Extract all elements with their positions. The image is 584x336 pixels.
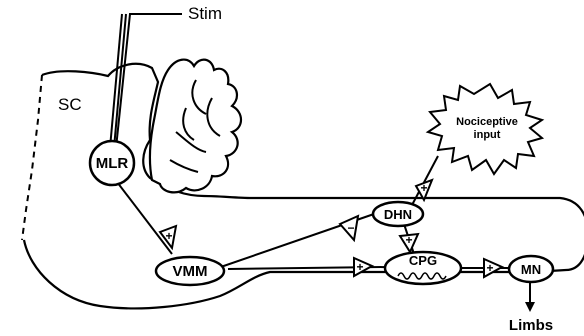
svg-text:MN: MN bbox=[521, 262, 541, 277]
cerebellum bbox=[148, 58, 243, 194]
svg-text:VMM: VMM bbox=[173, 263, 208, 280]
stim-label: Stim bbox=[188, 4, 222, 23]
svg-text:+: + bbox=[356, 260, 363, 274]
stim-electrode-3 bbox=[113, 13, 127, 149]
node-cpg: CPG bbox=[383, 250, 463, 286]
svg-text:+: + bbox=[165, 229, 172, 243]
synapse-vmm-to-cpg: + bbox=[353, 256, 375, 278]
nociceptive-starburst bbox=[425, 82, 545, 176]
sc-label: SC bbox=[58, 95, 82, 114]
synapse-dhn-to-cpg: + bbox=[398, 232, 420, 255]
cpg-oscillation-wave bbox=[397, 272, 447, 280]
connection-mlr-to-vmm bbox=[113, 177, 173, 255]
nociceptive-label-line2: input bbox=[474, 129, 501, 141]
limbs-label: Limbs bbox=[509, 317, 553, 334]
stim-electrode-1 bbox=[115, 13, 182, 149]
svg-text:−: − bbox=[347, 221, 354, 235]
synapse-mlr-to-vmm: + bbox=[158, 224, 178, 251]
nociceptive-label-line1: Nociceptive bbox=[456, 116, 518, 128]
stim-electrode-2 bbox=[109, 13, 123, 149]
synapse-vmm-to-dhn: − bbox=[338, 214, 360, 243]
connection-noci-to-dhn bbox=[411, 155, 439, 206]
brainstem-outline bbox=[22, 62, 584, 310]
cerebellum-folia bbox=[169, 79, 221, 173]
svg-text:CPG: CPG bbox=[409, 253, 437, 268]
node-mlr: MLR bbox=[88, 139, 136, 187]
svg-text:+: + bbox=[486, 261, 493, 275]
limbs-arrowhead bbox=[525, 302, 535, 312]
node-dhn: DHN bbox=[371, 200, 425, 228]
svg-text:+: + bbox=[405, 233, 412, 247]
node-vmm: VMM bbox=[154, 255, 226, 287]
svg-text:DHN: DHN bbox=[384, 207, 412, 222]
synapse-cpg-to-mn: + bbox=[483, 257, 505, 279]
svg-text:+: + bbox=[420, 181, 427, 195]
svg-text:MLR: MLR bbox=[96, 155, 129, 172]
synapse-noci-to-dhn: + bbox=[414, 178, 434, 203]
brain-dashed-edge bbox=[21, 74, 43, 241]
node-mn: MN bbox=[507, 254, 555, 284]
